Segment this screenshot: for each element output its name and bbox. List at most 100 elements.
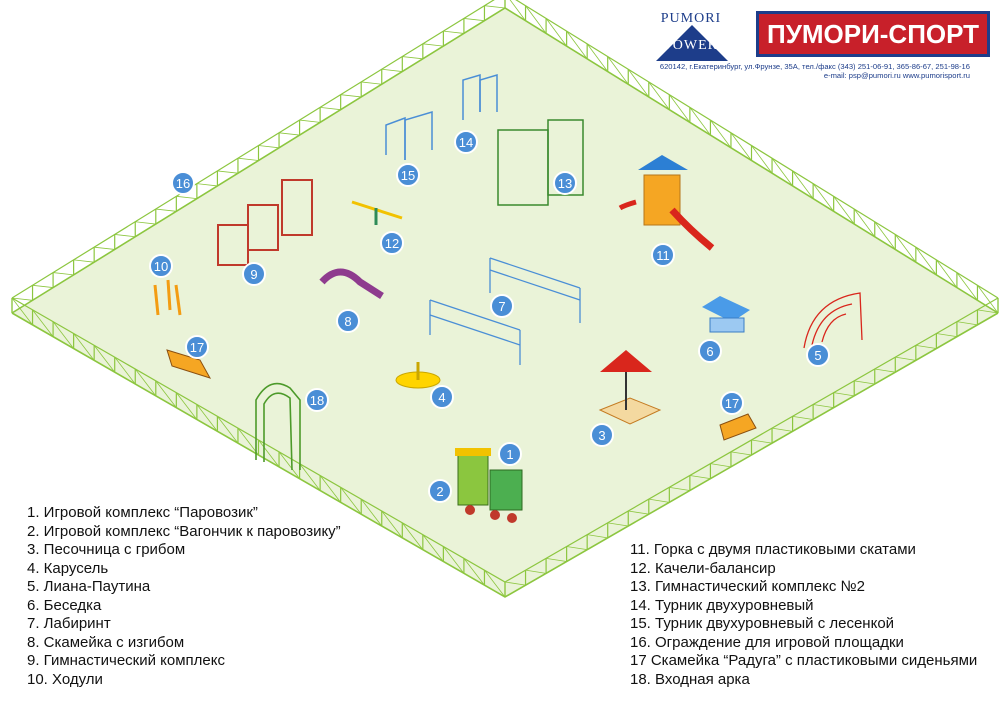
labyrinth [429,257,581,365]
fence-brace [340,487,362,515]
stilts [153,279,182,316]
fence-brace [689,107,711,136]
marker-14: 14 [454,130,478,154]
fence-brace [792,415,814,420]
marker-label: 18 [310,393,324,408]
fence-brace [566,30,588,60]
marker-label: 1 [506,447,513,462]
fence-brace [915,246,937,276]
fence-brace [73,259,95,263]
marker-9: 9 [242,262,266,286]
fence-brace [566,546,588,551]
marker-circle [149,254,173,278]
marker-circle [651,243,675,267]
marker-circle [490,294,514,318]
fence-brace [504,581,526,586]
fence-brace [134,368,157,397]
marker-label: 2 [436,484,443,499]
fence-brace [525,5,547,34]
legend-item: 5. Лиана-Паутина [27,578,151,595]
fence-brace [484,569,506,598]
fence-brace [977,285,999,314]
marker-10: 10 [149,254,173,278]
fence-brace [936,259,958,288]
logo-top-text: PUMORI [660,11,722,26]
fence-brace [463,18,485,22]
fence-brace [52,321,74,349]
entrance-arch [255,382,301,471]
pumori-power-logo: PUMORI POWER [648,11,734,61]
fence-brace [217,170,239,174]
marker-circle [498,442,522,466]
marker-circle [428,479,452,503]
gymnastic-complex-2 [497,119,584,206]
fence-brace [402,56,423,60]
marker-circle [720,391,744,415]
marker-1: 1 [498,442,522,466]
brand-logo: ПУМОРИ-СПОРТ [756,11,990,57]
marker-label: 7 [498,299,505,314]
fence-brace [833,196,855,225]
fence-brace [237,427,259,456]
slide-complex [618,155,715,251]
fence-brace [114,356,136,385]
fence-brace [340,94,362,98]
legend-item: 17 Скамейка “Радуга” с пластиковыми сиде… [630,652,978,669]
fence-brace [360,498,383,527]
fence-brace [956,272,978,301]
marker-2: 2 [428,479,452,503]
fence-brace [546,557,567,562]
marker-label: 17 [725,396,739,411]
fence-brace [730,451,752,456]
marker-label: 4 [438,390,445,405]
legend-item: 10. Ходули [27,670,103,688]
gymnastic-complex [217,179,313,266]
marker-17a: 17 [185,335,209,359]
marker-circle [171,171,195,195]
fence-brace [217,416,239,444]
fence-brace [258,439,280,468]
fence-brace [689,475,711,480]
fence-brace [586,43,609,72]
marker-circle [454,130,478,154]
fence-brace [319,475,341,503]
address-line-1: 620142, г.Екатеринбург, ул.Фрунзе, 35А, … [659,62,970,71]
legend-item: 14. Турник двухуровневый [630,596,814,614]
legend-item: 13. Гимнастический комплекс №2 [630,578,865,595]
marker-label: 10 [154,259,168,274]
marker-circle [305,388,329,412]
marker-circle [698,339,722,363]
fence-brace [751,439,773,444]
fence-brace [73,333,95,361]
fence-brace [278,451,300,479]
brand-name: ПУМОРИ-СПОРТ [767,18,979,49]
marker-18: 18 [305,388,329,412]
contact-address: 620142, г.Екатеринбург, ул.Фрунзе, 35А, … [610,62,970,80]
fence-brace [525,569,547,574]
marker-3: 3 [590,423,614,447]
fence-brace [176,195,197,200]
fence-brace [299,119,321,123]
gazebo [702,296,750,333]
bench-raduga-left [166,349,212,379]
fence-brace [11,297,33,301]
marker-circle [806,343,830,367]
marker-13: 13 [553,171,577,195]
fence-brace [771,427,793,432]
legend-item: 1. Игровой комплекс “Паровозик” [27,504,258,521]
marker-circle [336,309,360,333]
marker-label: 16 [176,176,190,191]
sandbox-with-mushroom [598,350,662,425]
fence-brace [812,183,834,212]
fence-brace [710,463,732,468]
fence-brace [607,522,629,527]
parovozik-train [455,448,523,523]
legend-item: 15. Турник двухуровневый с лесенкой [630,615,895,632]
fence-brace [874,221,896,250]
fence-brace [874,368,896,373]
marker-4: 4 [430,385,454,409]
marker-8: 8 [336,309,360,333]
marker-label: 3 [598,428,605,443]
fence-brace [751,145,773,174]
marker-label: 8 [344,314,351,329]
